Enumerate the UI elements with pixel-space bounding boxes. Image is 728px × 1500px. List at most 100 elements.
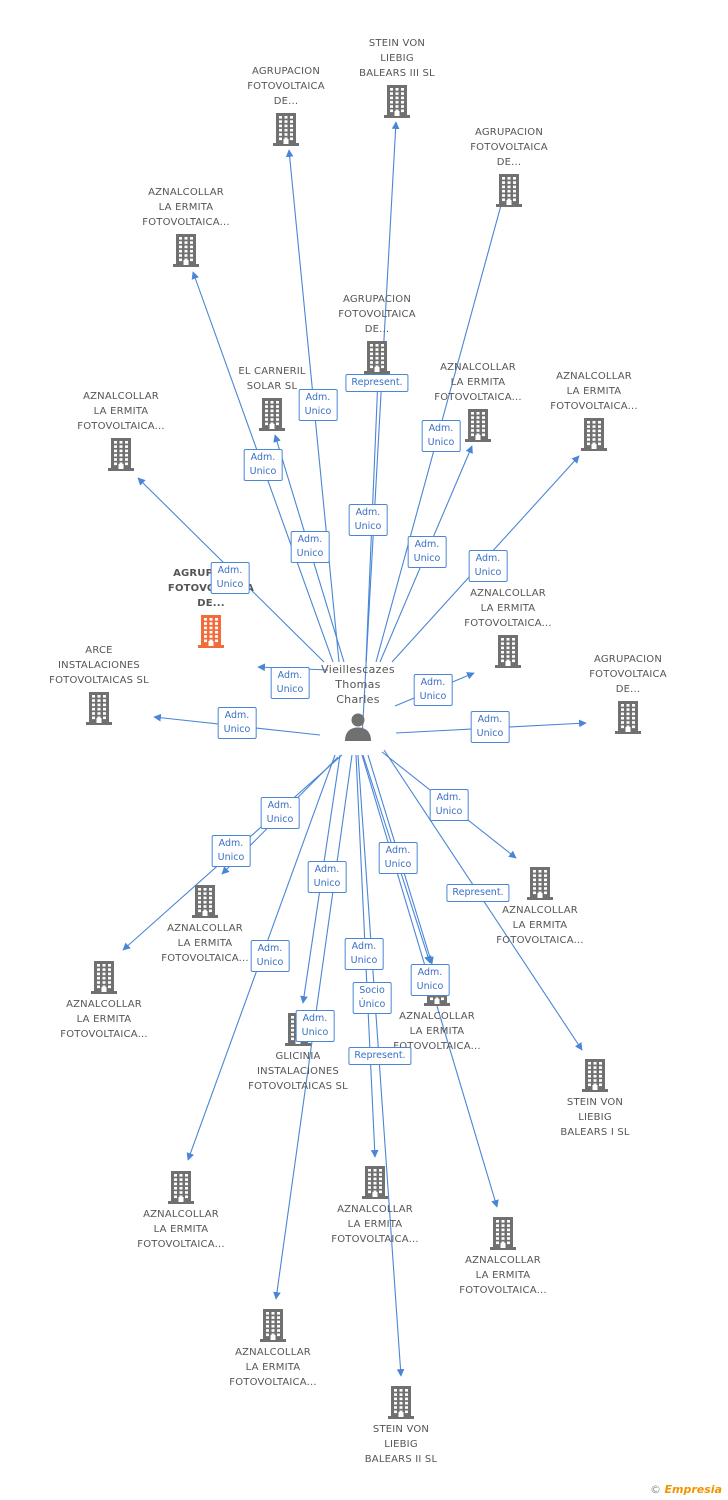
company-name-line: LA ERMITA bbox=[245, 1362, 301, 1373]
company-name-line: FOTOVOLTAICA... bbox=[331, 1234, 419, 1245]
edge-role-label: Adm.Unico bbox=[378, 842, 418, 874]
company-name-line: DE... bbox=[496, 157, 522, 168]
company-name-line: STEIN VON bbox=[566, 1097, 624, 1108]
company-name-line: FOTOVOLTAICAS SL bbox=[248, 1081, 348, 1092]
edge-role-label-line: Adm. bbox=[257, 943, 283, 954]
edge-role-label: Adm.Unico bbox=[470, 711, 510, 743]
edge-role-label-line: Unico bbox=[217, 852, 245, 863]
company-name-line: AZNALCOLLAR bbox=[502, 905, 578, 916]
building-icon bbox=[364, 341, 390, 374]
company-name-line: AZNALCOLLAR bbox=[148, 187, 224, 198]
edge-role-label: Adm.Unico bbox=[413, 674, 453, 706]
edge-role-label-line: Unico bbox=[256, 957, 284, 968]
edge-role-label-line: Unico bbox=[301, 1027, 329, 1038]
edge-role-label-line: Unico bbox=[276, 684, 304, 695]
edge-role-label-line: Unico bbox=[413, 553, 441, 564]
edge-role-label-line: Unico bbox=[435, 806, 463, 817]
company-name-line: LIEBIG bbox=[384, 1439, 418, 1450]
company-name-line: BALEARS III SL bbox=[359, 68, 435, 79]
edge-role-label: Represent. bbox=[348, 1047, 412, 1065]
company-name-line: LIEBIG bbox=[578, 1112, 612, 1123]
company-name-line: FOTOVOLTAICA bbox=[338, 309, 416, 320]
edge-role-label-line: Unico bbox=[384, 859, 412, 870]
edge-role-label: Adm.Unico bbox=[421, 420, 461, 452]
person-icon bbox=[345, 713, 371, 741]
building-icon bbox=[581, 418, 607, 451]
edge-role-label-line: Unico bbox=[419, 691, 447, 702]
edge-role-label: Adm.Unico bbox=[410, 964, 450, 996]
edge-role-label-line: Adm. bbox=[314, 864, 340, 875]
edge-role-label-line: Adm. bbox=[267, 800, 293, 811]
edge-role-label: Adm. Unico bbox=[250, 940, 290, 972]
building-icon bbox=[496, 174, 522, 207]
edge-role-label-line: Unico bbox=[354, 521, 382, 532]
company-node[interactable]: EL CARNERIL SOLAR SL bbox=[217, 364, 327, 431]
company-name-line: LA ERMITA bbox=[512, 920, 568, 931]
company-name-line: FOTOVOLTAICA... bbox=[229, 1377, 317, 1388]
edge-role-label: Adm. Unico bbox=[429, 789, 469, 821]
person-name-line-1: Vieillescazes bbox=[321, 663, 395, 676]
company-name-line: LA ERMITA bbox=[347, 1219, 403, 1230]
company-name-line: BALEARS II SL bbox=[364, 1454, 438, 1465]
company-name-line: LA ERMITA bbox=[158, 202, 214, 213]
edge-role-label: Adm.Unico bbox=[243, 449, 283, 481]
edge-role-label-line: Adm. bbox=[355, 507, 381, 518]
edge-role-label-line: Adm. bbox=[436, 792, 462, 803]
edge-role-label-line: Adm. bbox=[475, 553, 501, 564]
building-icon bbox=[362, 1166, 388, 1199]
person-name-line-3: Charles bbox=[336, 693, 380, 706]
company-name-line: FOTOVOLTAICA... bbox=[77, 421, 165, 432]
edge-role-label-line: Adm. bbox=[224, 710, 250, 721]
company-name-line: FOTOVOLTAICA... bbox=[137, 1239, 225, 1250]
company-name-line: INSTALACIONES bbox=[58, 660, 140, 671]
company-name-line: EL CARNERIL bbox=[238, 366, 306, 377]
company-name-line: SOLAR SL bbox=[246, 381, 298, 392]
company-name-line: INSTALACIONES bbox=[257, 1066, 339, 1077]
edge-role-label-line: Adm. bbox=[414, 539, 440, 550]
person-node-center[interactable]: Vieillescazes Thomas Charles bbox=[303, 662, 413, 741]
copyright-symbol: © bbox=[650, 1483, 662, 1496]
building-icon bbox=[108, 438, 134, 471]
edge-role-label-line: Unico bbox=[416, 981, 444, 992]
building-icon bbox=[192, 885, 218, 918]
building-icon bbox=[388, 1386, 414, 1419]
edge-role-label-line: Unico bbox=[474, 567, 502, 578]
building-icon bbox=[198, 615, 224, 648]
company-name-line: LA ERMITA bbox=[93, 406, 149, 417]
edge-role-label-line: Adm. bbox=[477, 714, 503, 725]
building-icon bbox=[91, 961, 117, 994]
building-icon bbox=[260, 1309, 286, 1342]
building-icon bbox=[490, 1217, 516, 1250]
company-name-line: AGRUPACION bbox=[342, 294, 412, 305]
company-name-line: AZNALCOLLAR bbox=[556, 371, 632, 382]
edge-role-label: Adm.Unico bbox=[344, 938, 384, 970]
company-name-line: FOTOVOLTAICA bbox=[470, 142, 548, 153]
